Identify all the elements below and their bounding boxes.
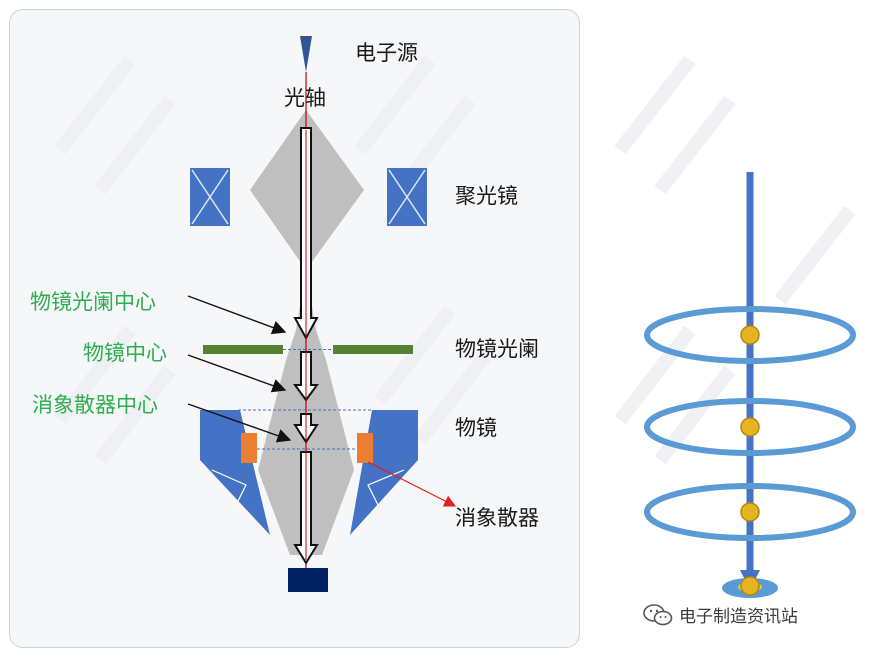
label-objective-center: 物镜中心 (83, 341, 167, 365)
label-condenser-lens: 聚光镜 (455, 184, 518, 208)
label-objective-aperture-center: 物镜光阑中心 (30, 290, 156, 314)
wechat-icon (643, 603, 673, 625)
label-electron-source: 电子源 (355, 41, 418, 65)
objective-aperture-right (333, 345, 413, 354)
electron-source-icon (300, 36, 312, 72)
background-watermark (54, 55, 856, 465)
pointer-objective-center (187, 354, 287, 393)
label-objective-aperture: 物镜光阑 (455, 337, 539, 361)
stigmator-right (357, 433, 373, 463)
label-stigmator: 消象散器 (455, 506, 539, 530)
pointer-stigmator-center (187, 403, 292, 443)
label-objective-lens: 物镜 (455, 416, 497, 440)
pointer-aperture-center (187, 295, 287, 335)
condenser-lens-left (190, 168, 230, 226)
specimen-block (288, 568, 328, 592)
pointer-stigmator (367, 461, 457, 507)
objective-lens-right (350, 410, 418, 535)
objective-aperture-left (203, 345, 283, 354)
label-stigmator-center: 消象散器中心 (32, 393, 158, 417)
stigmator-left (241, 433, 257, 463)
objective-lens-left (200, 410, 270, 535)
stigmator-rings-illustration (644, 172, 856, 598)
label-optical-axis: 光轴 (284, 86, 326, 110)
condenser-lens-right (387, 168, 427, 226)
watermark-text: 电子制造资讯站 (679, 607, 798, 627)
watermark: 电子制造资讯站 (643, 602, 798, 627)
